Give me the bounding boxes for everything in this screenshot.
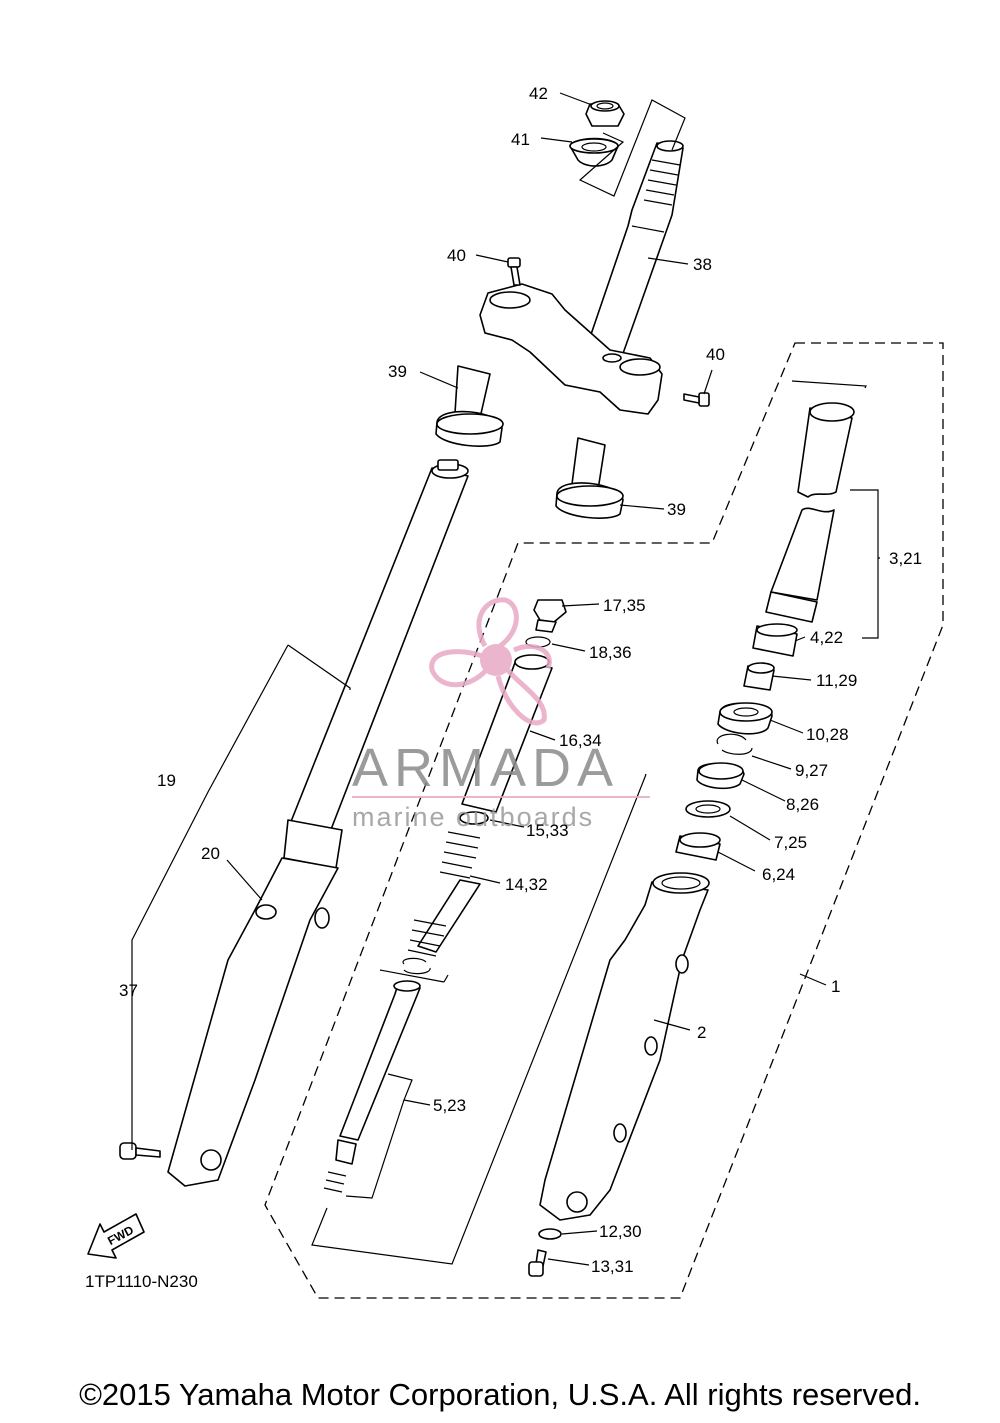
callout-20: 20 — [201, 844, 220, 863]
washer-12-30 — [538, 1228, 562, 1240]
bushing-11-29 — [743, 662, 775, 691]
watermark-title: ARMADA — [352, 738, 619, 798]
washer-8-26 — [696, 762, 745, 790]
callout-40: 40 — [706, 345, 725, 364]
spacer-16-34 — [461, 654, 553, 813]
callout-16-34: 16,34 — [559, 731, 602, 750]
callout-41: 41 — [511, 130, 530, 149]
armada-watermark: ARMADA marine outboards — [352, 597, 650, 832]
watermark-subtitle: marine outboards — [352, 802, 594, 832]
callout-4-22: 4,22 — [810, 628, 843, 647]
callout-labels: 42 41 40 38 40 39 39 3,21 4,22 17,35 18,… — [119, 84, 922, 1276]
callout-9-27: 9,27 — [795, 761, 828, 780]
callout-10-28: 10,28 — [806, 725, 849, 744]
callout-5-23: 5,23 — [433, 1096, 466, 1115]
callout-39: 39 — [388, 362, 407, 381]
inner-tube-19 — [167, 459, 469, 1187]
bearing-42 — [585, 100, 625, 127]
callout-11-29: 11,29 — [816, 671, 857, 690]
callout-17-35: 17,35 — [603, 596, 646, 615]
outer-tube — [765, 402, 855, 623]
seal-7-25 — [685, 800, 731, 818]
cover-39-right — [555, 437, 624, 519]
callout-3-21: 3,21 — [889, 549, 922, 568]
callout-12-30: 12,30 — [599, 1222, 642, 1241]
callout-7-25: 7,25 — [774, 833, 807, 852]
callout-42: 42 — [529, 84, 548, 103]
steering-stem — [584, 140, 684, 363]
callout-15-33: 15,33 — [526, 821, 569, 840]
callout-19: 19 — [157, 771, 176, 790]
oil-seal-10-28 — [717, 702, 773, 735]
under-bracket — [479, 283, 663, 415]
fwd-arrow-icon: FWD — [87, 1213, 145, 1259]
clip-14-32 — [402, 957, 431, 975]
cap-bolt-17-35 — [533, 599, 567, 633]
diagram-code: 1TP1110-N230 — [85, 1272, 198, 1291]
bolt-37 — [119, 1142, 161, 1160]
callout-8-26: 8,26 — [786, 795, 819, 814]
spring-14-32 — [407, 831, 481, 957]
bushing-6-24 — [675, 832, 721, 861]
callout-14-32: 14,32 — [505, 875, 548, 894]
bolt-40-right — [683, 392, 710, 407]
callout-13-31: 13,31 — [591, 1257, 634, 1276]
callout-40: 40 — [447, 246, 466, 265]
bushing-4-22 — [752, 623, 798, 657]
bolt-40-top — [507, 257, 521, 286]
washer-15-33 — [459, 811, 489, 825]
callout-18-36: 18,36 — [589, 643, 632, 662]
clip-9-27 — [716, 733, 753, 755]
leader-lines — [131, 92, 880, 1266]
copyright-notice: ©2015 Yamaha Motor Corporation, U.S.A. A… — [79, 1377, 921, 1412]
assembly-outline-1 — [264, 342, 944, 1299]
outer-tube-2 — [539, 872, 710, 1221]
propeller-logo-icon — [429, 597, 552, 726]
callout-6-24: 6,24 — [762, 865, 795, 884]
callout-2: 2 — [697, 1023, 706, 1042]
callout-39: 39 — [667, 500, 686, 519]
stem-bracket-line — [578, 99, 686, 197]
callout-1: 1 — [831, 977, 840, 996]
damper-rod-5-23 — [323, 980, 421, 1193]
race-41 — [569, 137, 619, 167]
cover-39-left — [435, 365, 504, 447]
callout-37: 37 — [119, 981, 138, 1000]
callout-38: 38 — [693, 255, 712, 274]
bolt-13-31 — [528, 1249, 547, 1277]
